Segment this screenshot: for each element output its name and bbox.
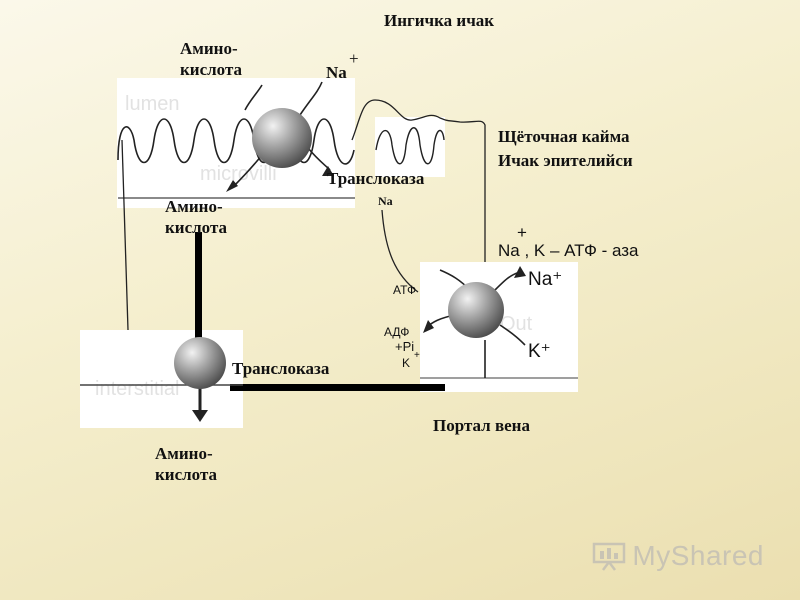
microvilli-wave [117, 118, 355, 165]
pump-potassium-image-label: K⁺ [528, 341, 551, 362]
potassium-label: K [402, 356, 411, 370]
small-intestine-label: Ингичка ичак [384, 11, 495, 30]
pump-panel [420, 262, 578, 392]
svg-text:Out: Out [500, 313, 533, 335]
atp-label: АТФ [393, 283, 417, 297]
epithelium-label: Ичак эпителийси [498, 151, 633, 170]
na-k-plus-sign: + [517, 223, 527, 242]
watermark-text: MyShared [632, 540, 764, 571]
sodium-label-small: Na [378, 194, 393, 208]
translocase-label-top: Транслоказа [327, 169, 425, 188]
na-k-atpase-label: Na , K – АТФ - аза [498, 241, 639, 260]
svg-text:interstitial: interstitial [95, 378, 179, 400]
amino-acid-label-top: Амино- кислота [180, 39, 243, 80]
horizontal-transport-bar [230, 384, 445, 391]
vertical-transport-bar [195, 232, 202, 340]
pump-sodium-image-label: Na⁺ [528, 269, 563, 290]
sodium-plus-sign: + [349, 49, 359, 68]
brush-border-wave [375, 127, 445, 165]
svg-text:microvilli: microvilli [200, 163, 277, 185]
na-k-pump-protein [423, 266, 526, 378]
potassium-plus-sign: + [414, 350, 420, 361]
amino-acid-label-bottom: Амино- кислота [155, 444, 218, 485]
phosphate-label: +Pi [395, 339, 415, 354]
brush-border-label: Щёточная кайма [498, 127, 630, 146]
sodium-label-top: Na [326, 63, 347, 82]
presentation-board-icon [593, 542, 626, 571]
translocase-label-bottom: Транслоказа [232, 359, 330, 378]
adp-label: АДФ [384, 325, 410, 339]
top-carrier-protein [226, 81, 334, 192]
basal-carrier-protein [174, 337, 226, 422]
amino-acid-label-middle: Амино- кислота [165, 197, 228, 238]
svg-text:lumen: lumen [125, 93, 179, 115]
watermark: MyShared [592, 540, 764, 572]
portal-vein-label: Портал вена [433, 416, 530, 435]
